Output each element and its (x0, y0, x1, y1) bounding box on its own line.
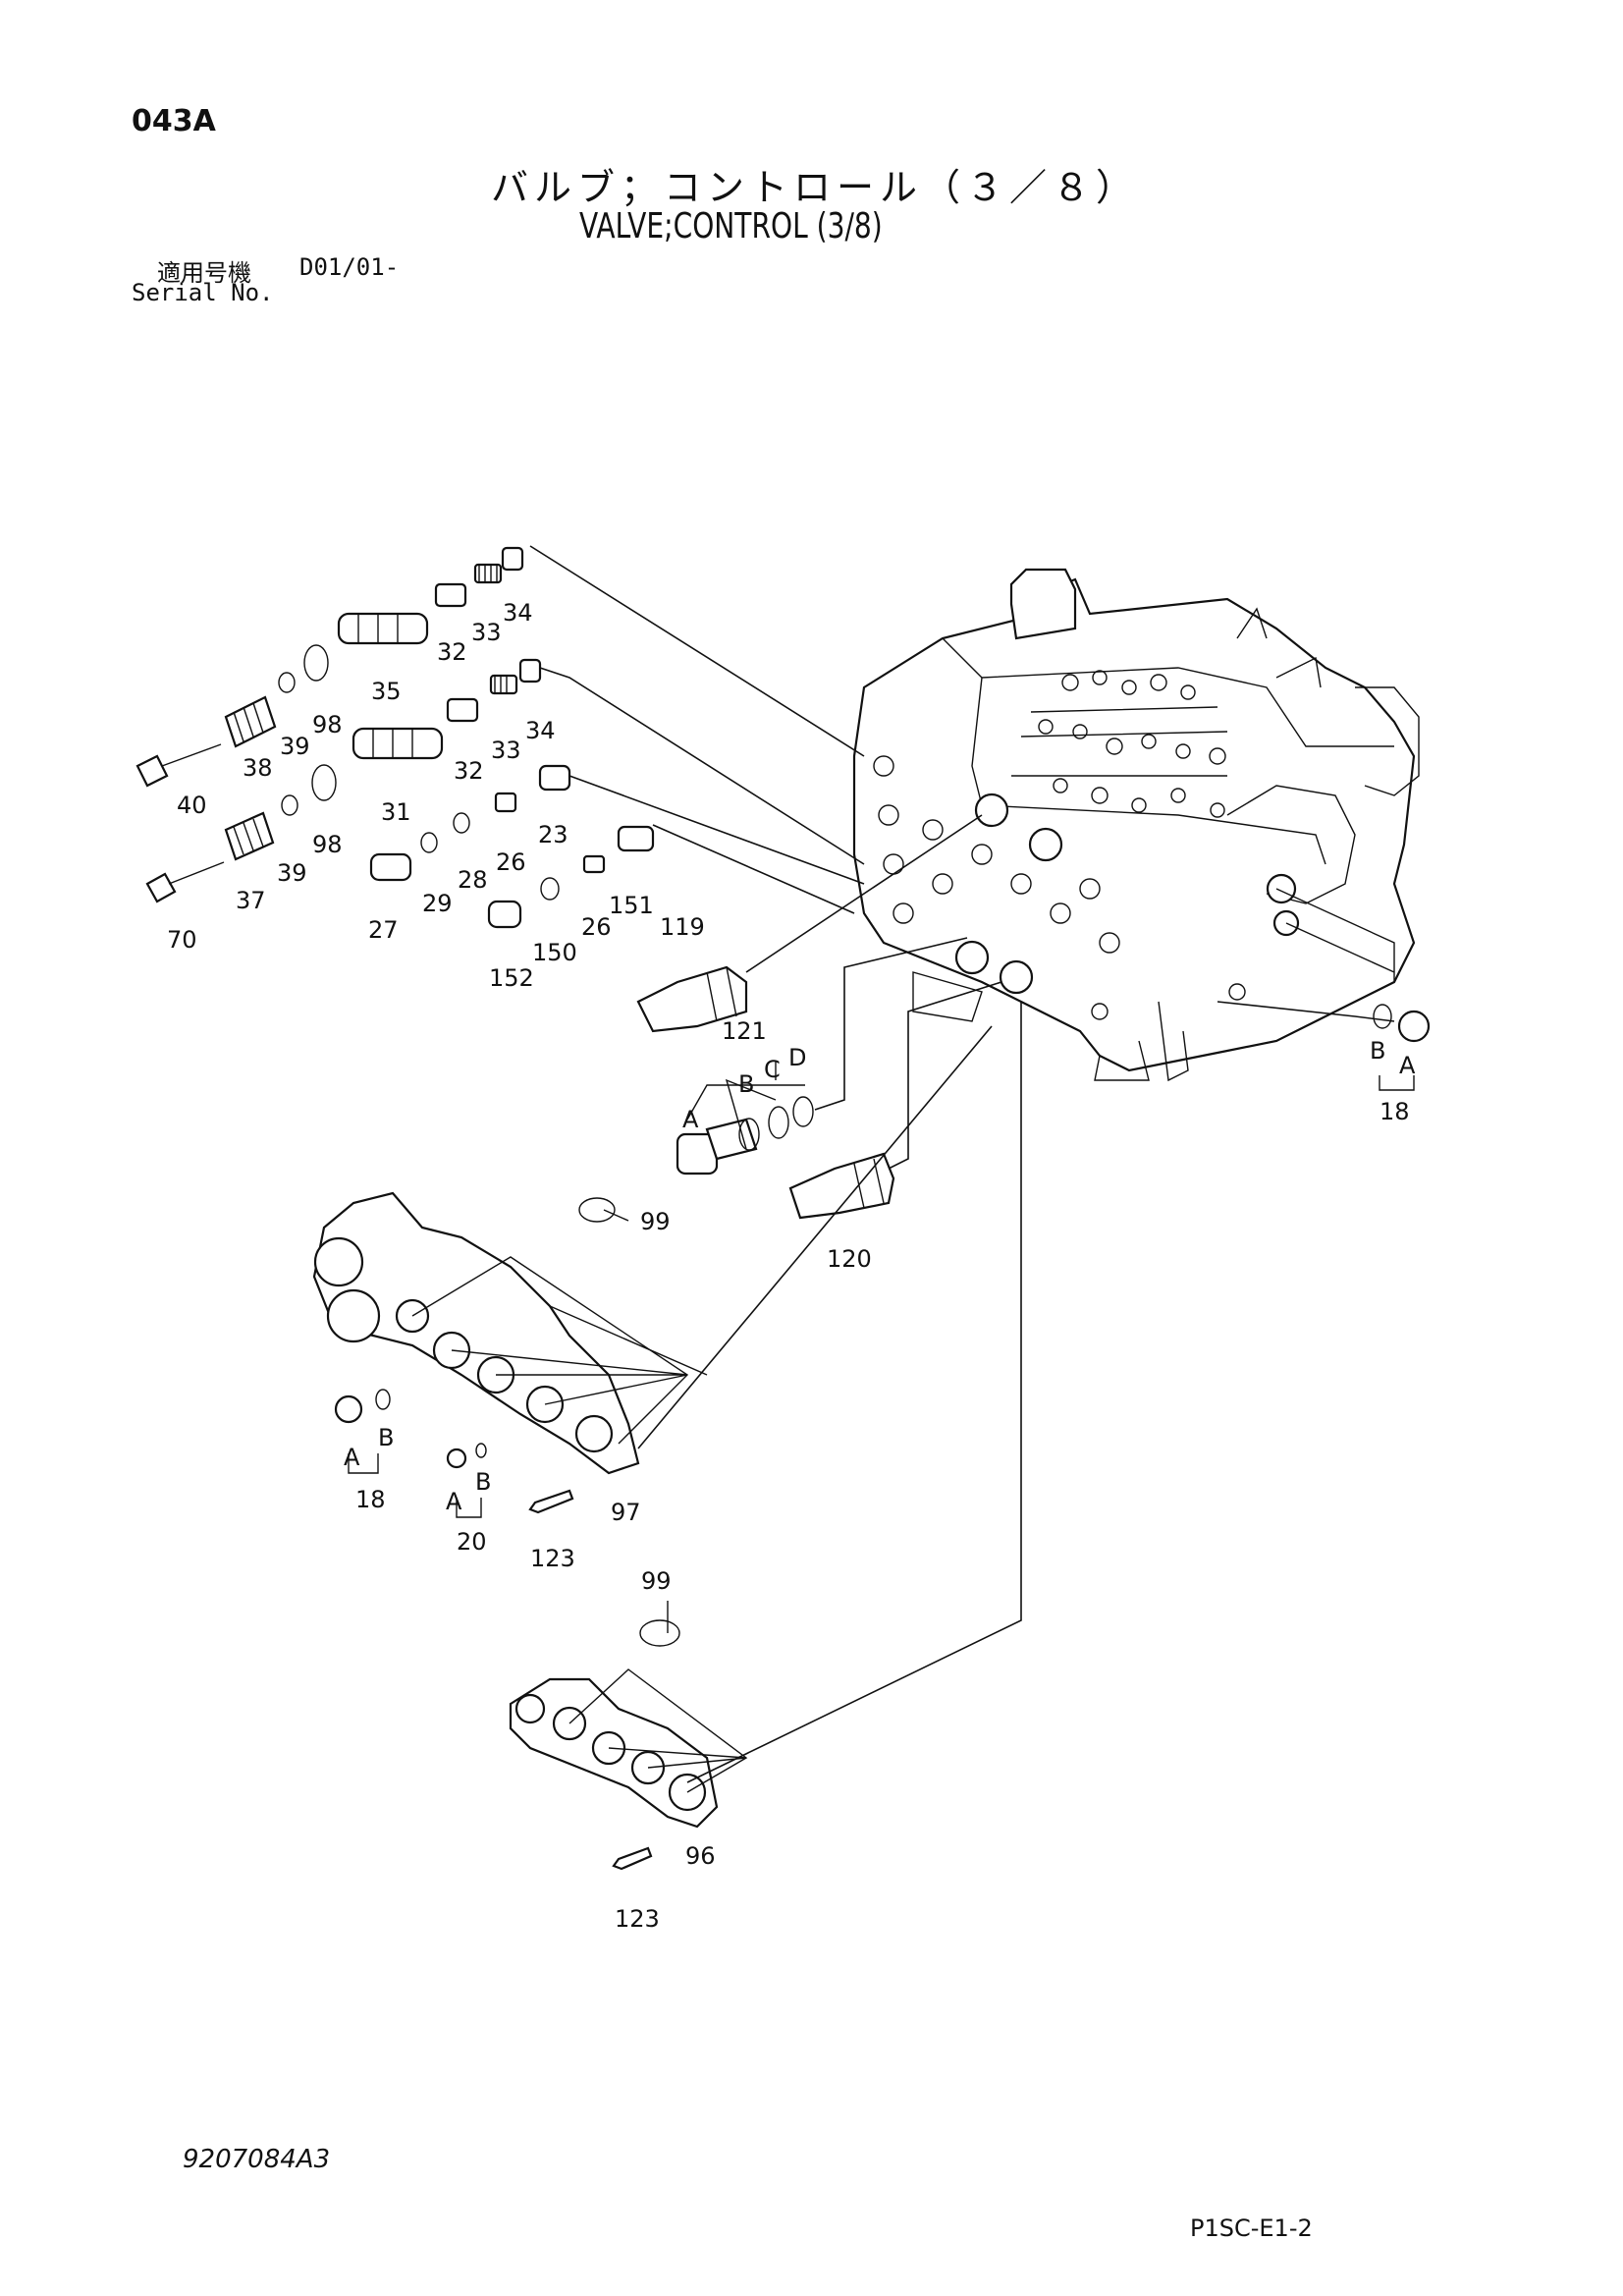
serial-label-english: Serial No. (132, 279, 274, 306)
callout-18-A: A (1399, 1052, 1416, 1079)
callout-99: 99 (640, 1208, 671, 1235)
title-english: VALVE;CONTROL (3/8) (579, 206, 883, 246)
callout-18: 18 (1380, 1098, 1410, 1125)
callout-28: 28 (458, 866, 488, 894)
sheet-code: P1SC-E1-2 (1190, 2214, 1313, 2242)
callout-32b: 32 (454, 757, 484, 785)
callout-151: 151 (609, 892, 654, 919)
callout-120: 120 (827, 1245, 872, 1273)
callout-121-C: C (764, 1056, 781, 1083)
callout-20: 20 (457, 1528, 487, 1556)
callout-97: 97 (611, 1499, 641, 1526)
callout-37: 37 (236, 887, 266, 914)
callout-34: 34 (503, 599, 533, 627)
callout-70: 70 (167, 926, 197, 954)
serial-label-japanese: 適用号機 (157, 259, 251, 287)
callout-labels: 34 33 32 35 98 39 38 40 34 33 32 31 98 3… (167, 599, 1416, 1933)
callout-39b: 39 (277, 859, 307, 887)
callout-121-A: A (682, 1106, 699, 1133)
callout-152: 152 (489, 964, 534, 992)
document-number: 9207084A3 (183, 2145, 331, 2174)
callout-18b-A: A (344, 1444, 360, 1471)
callout-31: 31 (381, 798, 411, 826)
callout-26b: 26 (581, 913, 612, 941)
callout-99b: 99 (641, 1567, 672, 1595)
callout-35: 35 (371, 678, 402, 705)
callout-34b: 34 (525, 717, 556, 744)
callout-20-B: B (475, 1468, 491, 1496)
callout-26: 26 (496, 848, 526, 876)
callout-121-B: B (738, 1070, 754, 1098)
callout-119: 119 (660, 913, 705, 941)
callout-98b: 98 (312, 831, 343, 858)
valve-body (852, 568, 1420, 1082)
title-japanese: バルブ；コントロール（３／８） (491, 166, 1140, 209)
callout-32: 32 (437, 638, 467, 666)
spool-assembly-upper (135, 546, 655, 929)
relief-valve-parts (636, 965, 1431, 1220)
callout-98: 98 (312, 711, 343, 738)
serial-value: D01/01- (299, 253, 400, 281)
callout-29: 29 (422, 890, 453, 917)
cover-97 (312, 1191, 640, 1514)
page-code: 043A (132, 104, 216, 138)
callout-121: 121 (722, 1017, 767, 1045)
leader-lines (348, 545, 1415, 1793)
callout-33b: 33 (491, 737, 521, 764)
callout-18b: 18 (355, 1486, 386, 1513)
callout-38: 38 (243, 754, 273, 782)
callout-18b-B: B (378, 1424, 394, 1451)
callout-123b: 123 (615, 1905, 660, 1933)
callout-33: 33 (471, 619, 502, 646)
callout-96: 96 (685, 1842, 716, 1870)
callout-40: 40 (177, 792, 207, 819)
callout-27: 27 (368, 916, 399, 944)
callout-18-B: B (1370, 1037, 1385, 1065)
callout-23: 23 (538, 821, 568, 848)
callout-39: 39 (280, 733, 310, 760)
callout-121-D: D (788, 1044, 806, 1071)
callout-20-A: A (446, 1488, 462, 1515)
callout-150: 150 (532, 939, 577, 966)
cover-96 (509, 1619, 719, 1871)
callout-123: 123 (530, 1545, 575, 1572)
